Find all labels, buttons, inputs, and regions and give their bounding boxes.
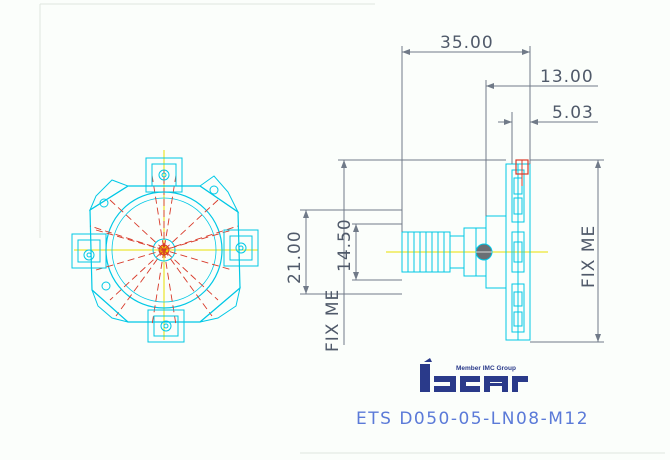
dim-shank-diameter: 21.00 [285, 230, 305, 284]
front-view [71, 150, 259, 343]
inner-circle [111, 197, 217, 303]
cutter-profile [505, 163, 531, 341]
insert-pockets [71, 157, 259, 343]
brand-mark [420, 358, 528, 392]
dim-right-fix: FIX ME [579, 225, 599, 288]
dim-overall-length: 35.00 [440, 33, 494, 53]
dim-thread-diameter: 14.50 [335, 218, 355, 272]
dim-flange-to-end: 13.00 [540, 67, 594, 87]
dimension-lines [300, 46, 604, 345]
dim-left-fix: FIX ME [323, 289, 343, 352]
dim-insert-width: 5.03 [552, 103, 594, 123]
logo-tagline: Member IMC Group [456, 365, 516, 372]
iscar-logo: Member IMC Group [420, 358, 528, 392]
red-centerlines [89, 170, 239, 326]
model-number: ETS D050-05-LN08-M12 [356, 409, 589, 429]
side-view [386, 159, 548, 341]
dimension-arrows [303, 49, 601, 342]
